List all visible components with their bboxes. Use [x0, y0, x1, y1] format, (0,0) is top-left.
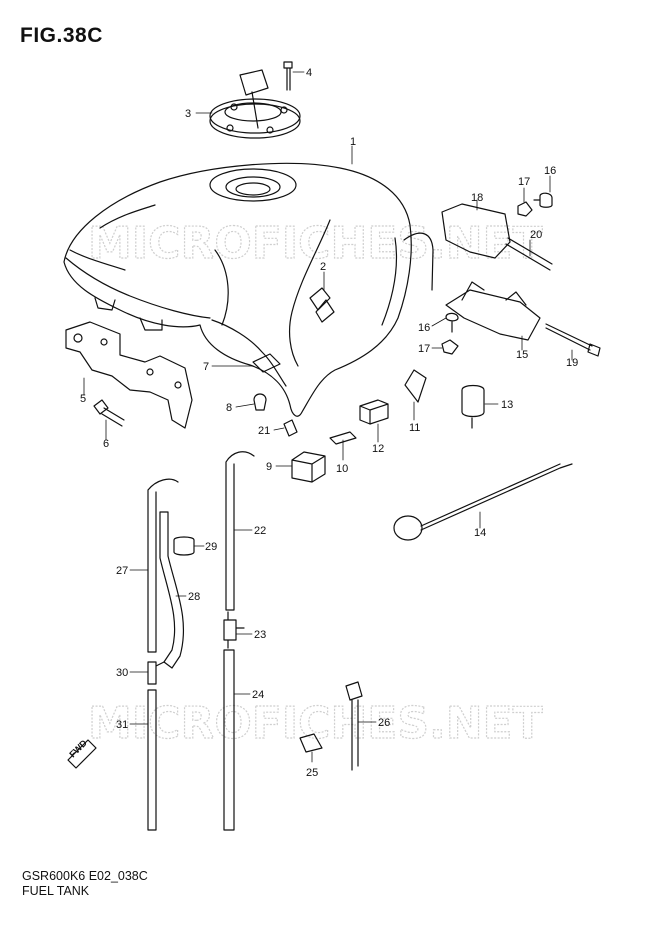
callout-28: 28 — [188, 591, 200, 603]
callout-20: 20 — [530, 229, 542, 241]
callout-27: 27 — [116, 565, 128, 577]
watermark-top: MICROFICHES.NET — [88, 218, 543, 269]
callout-12: 12 — [372, 443, 384, 455]
long-bolt — [545, 323, 601, 357]
figure-code: GSR600K6 E02_038C — [22, 869, 148, 883]
callout-31: 31 — [116, 719, 128, 731]
callout-21: 21 — [258, 425, 270, 437]
clamp-29 — [173, 536, 195, 556]
cap-bolt — [283, 61, 293, 91]
callout-17-upper: 17 — [518, 176, 530, 188]
prop-rod — [393, 463, 573, 541]
clamp-25 — [299, 733, 323, 753]
tank-pad-front — [252, 353, 281, 373]
callout-2: 2 — [320, 261, 326, 273]
callout-26: 26 — [378, 717, 390, 729]
fuel-tank-body — [63, 162, 434, 417]
watermark-bottom: MICROFICHES.NET — [88, 698, 543, 749]
leader-lines — [83, 71, 573, 763]
callout-30: 30 — [116, 667, 128, 679]
callout-19: 19 — [566, 357, 578, 369]
assembly-name: FUEL TANK — [22, 884, 90, 898]
cushion-small — [253, 393, 267, 411]
tank-pad-side — [404, 369, 427, 403]
callout-22: 22 — [254, 525, 266, 537]
joint-23 — [223, 611, 245, 649]
callout-23: 23 — [254, 629, 266, 641]
figure-title: FIG.38C — [20, 24, 103, 47]
emblem — [309, 287, 335, 323]
hose-27 — [147, 478, 179, 653]
callout-16-lower: 16 — [418, 322, 430, 334]
fwd-label: FWD — [67, 737, 89, 759]
bolt-16-lower — [445, 312, 459, 333]
hose-22 — [225, 451, 255, 611]
hose-24 — [223, 649, 235, 831]
callout-18: 18 — [471, 192, 483, 204]
callout-29: 29 — [205, 541, 217, 553]
cushion-rear — [359, 399, 389, 425]
bracket-bolt — [93, 399, 125, 427]
callout-6: 6 — [103, 438, 109, 450]
hinge-plate — [441, 203, 511, 259]
rear-bracket — [445, 281, 541, 341]
fwd-arrow-icon — [67, 739, 97, 769]
bolt-16-upper — [533, 192, 553, 208]
tape — [329, 431, 357, 445]
callout-17-lower: 17 — [418, 343, 430, 355]
callout-3: 3 — [185, 108, 191, 120]
callout-24: 24 — [252, 689, 264, 701]
callout-4: 4 — [306, 67, 312, 79]
callout-7: 7 — [203, 361, 209, 373]
callout-16-upper: 16 — [544, 165, 556, 177]
callout-5: 5 — [80, 393, 86, 405]
nut-17-upper — [517, 201, 533, 217]
callout-11: 11 — [409, 422, 420, 434]
callout-15: 15 — [516, 349, 528, 361]
cushion-block — [291, 451, 326, 483]
front-bracket — [65, 321, 193, 429]
callout-13: 13 — [501, 399, 513, 411]
callout-9: 9 — [266, 461, 272, 473]
hose-28 — [159, 511, 185, 669]
callout-1: 1 — [350, 136, 356, 148]
clip-21 — [283, 419, 298, 437]
callout-14: 14 — [474, 527, 486, 539]
band-26 — [345, 681, 363, 771]
end-cap — [461, 384, 485, 429]
callout-8: 8 — [226, 402, 232, 414]
hose-31 — [147, 689, 157, 831]
callout-10: 10 — [336, 463, 348, 475]
joint-30 — [147, 661, 165, 685]
callout-25: 25 — [306, 767, 318, 779]
nut-17-lower — [441, 339, 459, 355]
fuel-cap — [209, 69, 301, 139]
